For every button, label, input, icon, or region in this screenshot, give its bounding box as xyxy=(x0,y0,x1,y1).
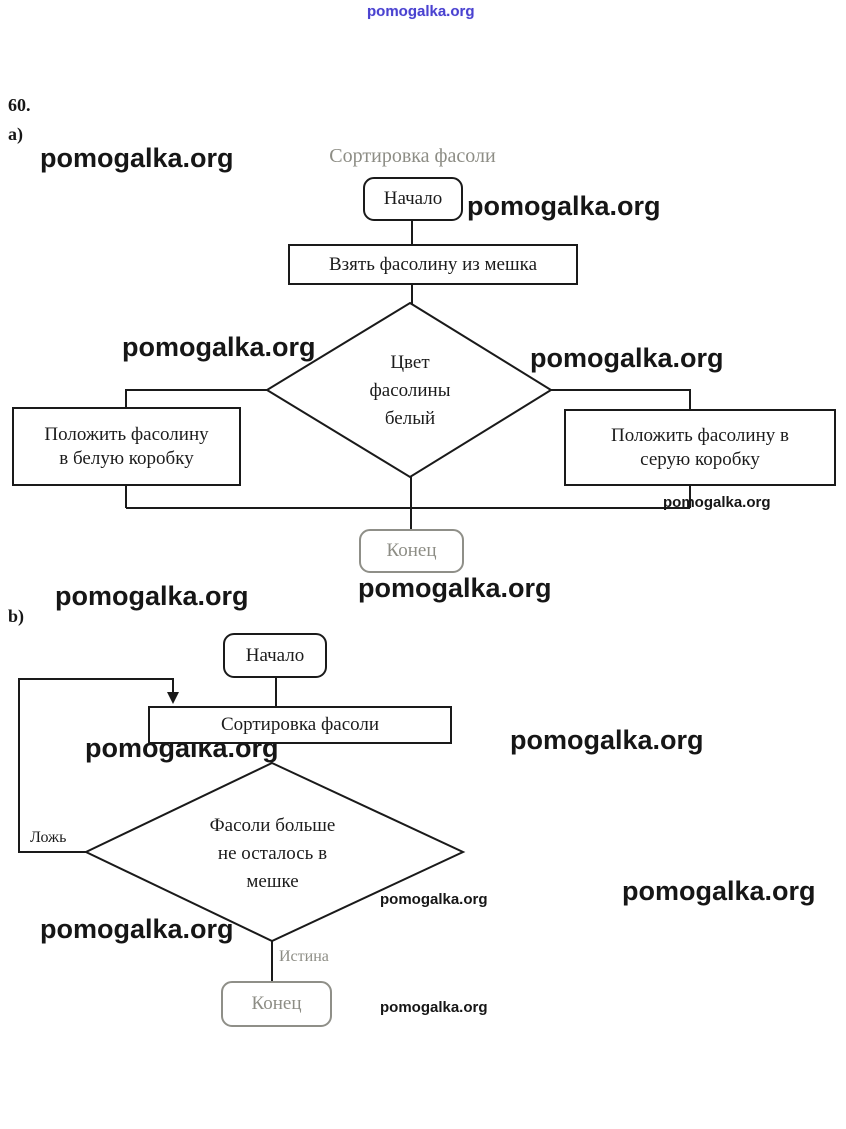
decision-line: не осталось в xyxy=(217,843,328,864)
chart-b-step-sort-node: Сортировка фасоли xyxy=(148,706,452,744)
action-line: в белую коробку xyxy=(59,447,194,469)
action-line: Положить фасолину в xyxy=(611,424,789,446)
watermark: pomogalka.org xyxy=(380,891,488,908)
watermark: pomogalka.org xyxy=(40,143,234,173)
watermark: pomogalka.org xyxy=(55,581,249,611)
chart-a-decision-diamond xyxy=(265,301,553,479)
decision-line: фасолины xyxy=(369,380,451,401)
decision-line: Фасоли больше xyxy=(209,815,336,836)
watermark: pomogalka.org xyxy=(510,725,704,755)
chart-b-end-node: Конец xyxy=(221,981,332,1027)
problem-number: 60. xyxy=(8,95,31,115)
action-line: Положить фасолину xyxy=(44,423,209,445)
chart-a-end-node: Конец xyxy=(359,529,464,573)
loop-arrowhead-icon xyxy=(167,692,179,704)
chart-b-decision-text: Фасоли больше не осталось в мешке xyxy=(160,812,385,896)
watermark: pomogalka.org xyxy=(358,573,552,603)
watermark: pomogalka.org xyxy=(380,999,488,1016)
chart-a-right-action-node: Положить фасолину в серую коробку xyxy=(564,409,836,486)
true-branch-label: Истина xyxy=(279,948,329,965)
chart-a-title: Сортировка фасоли xyxy=(329,145,496,167)
watermark: pomogalka.org xyxy=(663,494,771,511)
watermark: pomogalka.org xyxy=(122,332,316,362)
chart-a-start-node: Начало xyxy=(363,177,463,221)
watermark: pomogalka.org xyxy=(530,343,724,373)
watermark: pomogalka.org xyxy=(467,191,661,221)
watermark-top: pomogalka.org xyxy=(367,3,475,20)
decision-line: Цвет xyxy=(390,352,430,373)
chart-b-start-node: Начало xyxy=(223,633,327,678)
false-branch-label: Ложь xyxy=(30,829,67,846)
part-b-label: b) xyxy=(8,606,25,626)
action-line: серую коробку xyxy=(640,448,760,470)
chart-a-step-take-bean: Взять фасолину из мешка xyxy=(288,244,578,285)
chart-a-decision-text: Цвет фасолины белый xyxy=(330,349,490,433)
decision-line: белый xyxy=(384,408,436,429)
chart-b-decision-diamond xyxy=(83,761,466,943)
watermark: pomogalka.org xyxy=(40,914,234,944)
chart-a-lines xyxy=(125,219,691,529)
watermark: pomogalka.org xyxy=(622,876,816,906)
part-a-label: а) xyxy=(8,124,23,144)
chart-b-lines xyxy=(18,678,277,981)
decision-line: мешке xyxy=(246,871,299,892)
chart-a-left-action-node: Положить фасолину в белую коробку xyxy=(12,407,241,486)
